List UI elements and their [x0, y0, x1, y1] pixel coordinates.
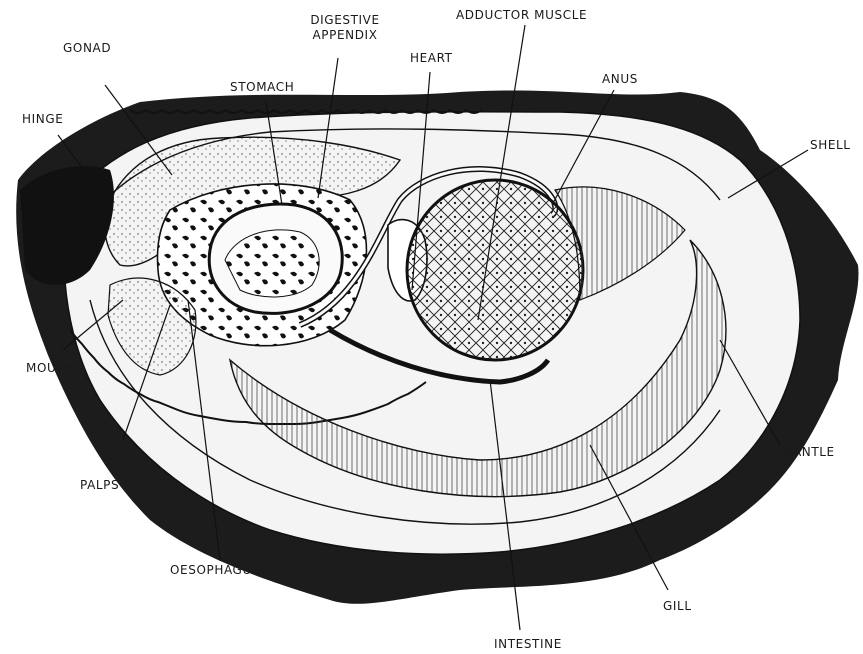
label-mouth: MOUTH — [26, 361, 74, 376]
label-oesophagus: OESOPHAGUS — [170, 563, 260, 578]
label-heart: HEART — [410, 51, 453, 66]
label-digestive-line1: DIGESTIVE — [304, 13, 386, 28]
label-shell: SHELL — [810, 138, 851, 153]
label-palps: PALPS — [80, 478, 119, 493]
label-mantle: MANTLE — [782, 445, 835, 460]
label-gonad: GONAD — [63, 41, 111, 56]
label-gill: GILL — [663, 599, 692, 614]
label-stomach: STOMACH — [230, 80, 294, 95]
label-hinge: HINGE — [22, 112, 63, 127]
label-digestive-line2: APPENDIX — [304, 28, 386, 43]
label-anus: ANUS — [602, 72, 638, 87]
label-adductor-muscle: ADDUCTOR MUSCLE — [456, 8, 587, 23]
label-intestine: INTESTINE — [494, 637, 562, 652]
adductor-muscle — [407, 180, 583, 360]
label-digestive-appendix: DIGESTIVE APPENDIX — [304, 13, 386, 43]
